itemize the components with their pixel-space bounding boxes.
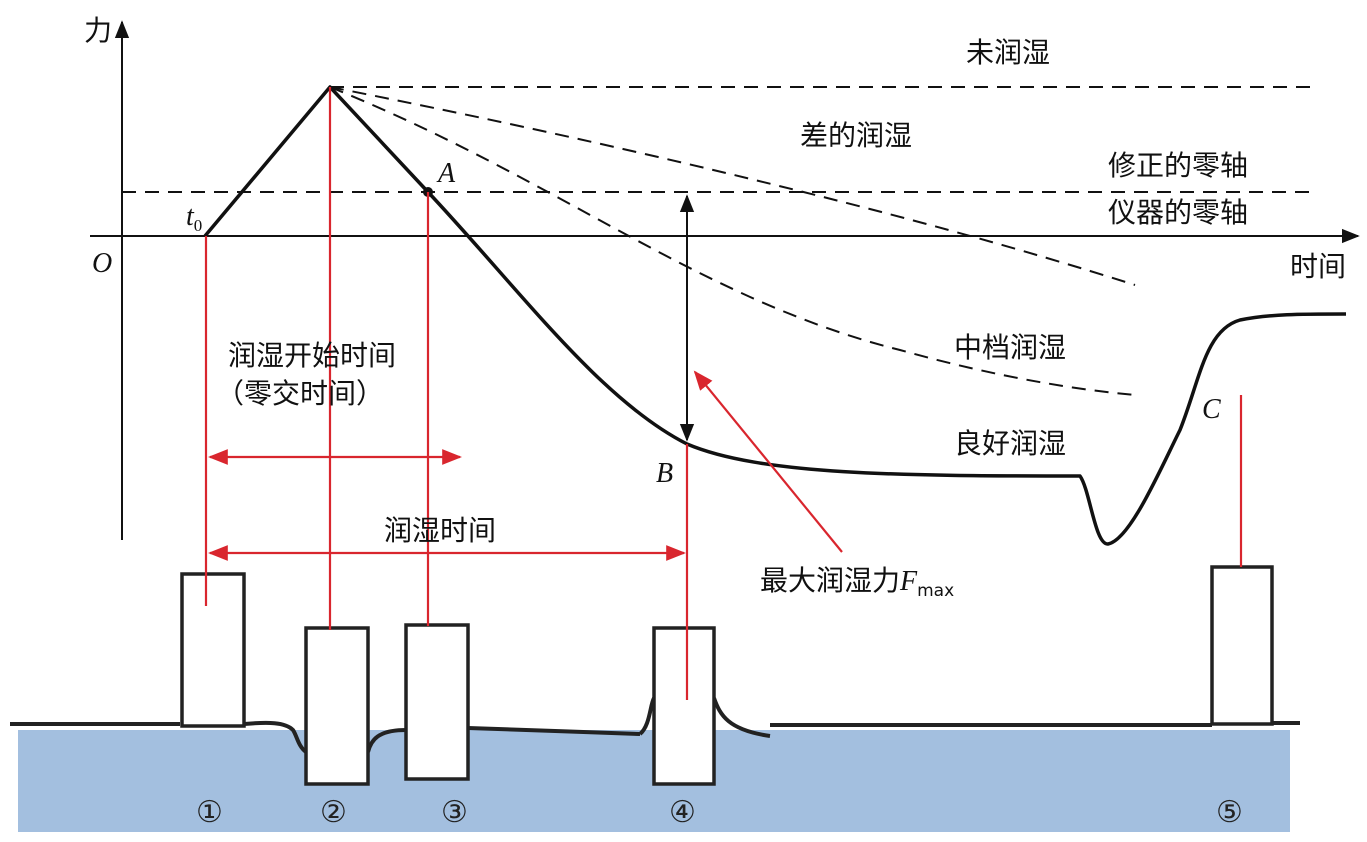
stage-label-1: ①	[196, 795, 223, 830]
specimen-stage-2	[304, 626, 370, 786]
meniscus-stage4-left	[638, 697, 656, 736]
specimen-stage-3	[404, 623, 470, 781]
label-good-wetting: 良好润湿	[954, 427, 1066, 460]
time-axis-label: 时间	[1290, 250, 1346, 283]
origin-label: O	[92, 248, 112, 279]
label-t0: t0	[186, 201, 202, 235]
label-point-b: B	[656, 458, 673, 489]
meniscus-stage4-right	[712, 697, 771, 738]
label-not-wetted: 未润湿	[966, 36, 1050, 69]
stage-label-3: ③	[441, 795, 468, 830]
specimen-stage-4	[652, 626, 716, 786]
stage-label-5: ⑤	[1216, 795, 1243, 830]
meniscus-stage2-left	[243, 720, 308, 754]
stage-label-2: ②	[320, 795, 347, 830]
force-axis-label: 力	[84, 14, 112, 47]
label-poor-wetting: 差的润湿	[800, 119, 912, 152]
label-point-a: A	[436, 158, 456, 189]
label-point-c: C	[1202, 394, 1221, 425]
label-zero-cross: （零交时间）	[216, 377, 384, 410]
stage-label-4: ④	[669, 795, 696, 830]
curve-poor-wetting	[329, 86, 1136, 286]
label-corrected-zero: 修正的零轴	[1108, 149, 1248, 182]
label-medium-wetting: 中档润湿	[954, 331, 1066, 364]
specimen-stage-1	[180, 572, 246, 728]
fmax-pointer-arrow	[693, 370, 843, 553]
curve-good-wetting	[203, 85, 1347, 546]
label-instrument-zero: 仪器的零轴	[1108, 196, 1248, 229]
bath-surface-mid	[467, 726, 641, 736]
label-wetting-start: 润湿开始时间	[228, 339, 396, 372]
label-max-force: 最大润湿力Fmax	[760, 564, 954, 601]
curve-medium-wetting	[329, 86, 1136, 396]
specimen-stage-5	[1210, 565, 1274, 726]
label-wetting-time: 润湿时间	[384, 514, 496, 547]
